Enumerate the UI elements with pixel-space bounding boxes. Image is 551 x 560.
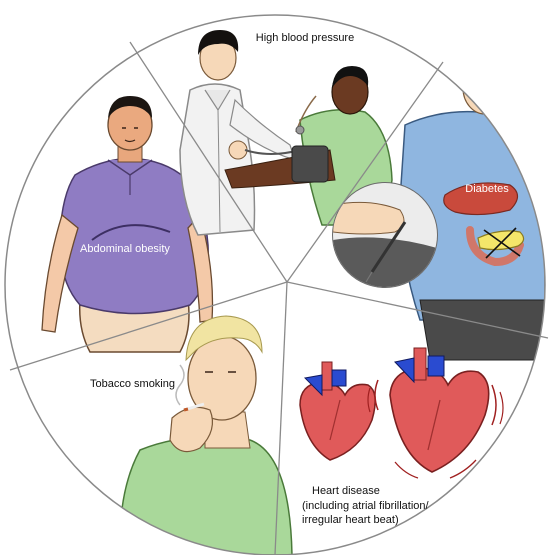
label-abdominal-obesity: Abdominal obesity <box>80 243 170 255</box>
label-heart-disease: Heart disease <box>312 485 380 497</box>
label-high-blood-pressure: High blood pressure <box>256 32 354 44</box>
label-diabetes: Diabetes <box>465 183 509 195</box>
label-heart-disease-sub2: irregular heart beat) <box>302 514 399 526</box>
label-heart-disease-sub1: (including atrial fibrillation/ <box>302 500 430 512</box>
label-tobacco-smoking: Tobacco smoking <box>90 378 175 390</box>
